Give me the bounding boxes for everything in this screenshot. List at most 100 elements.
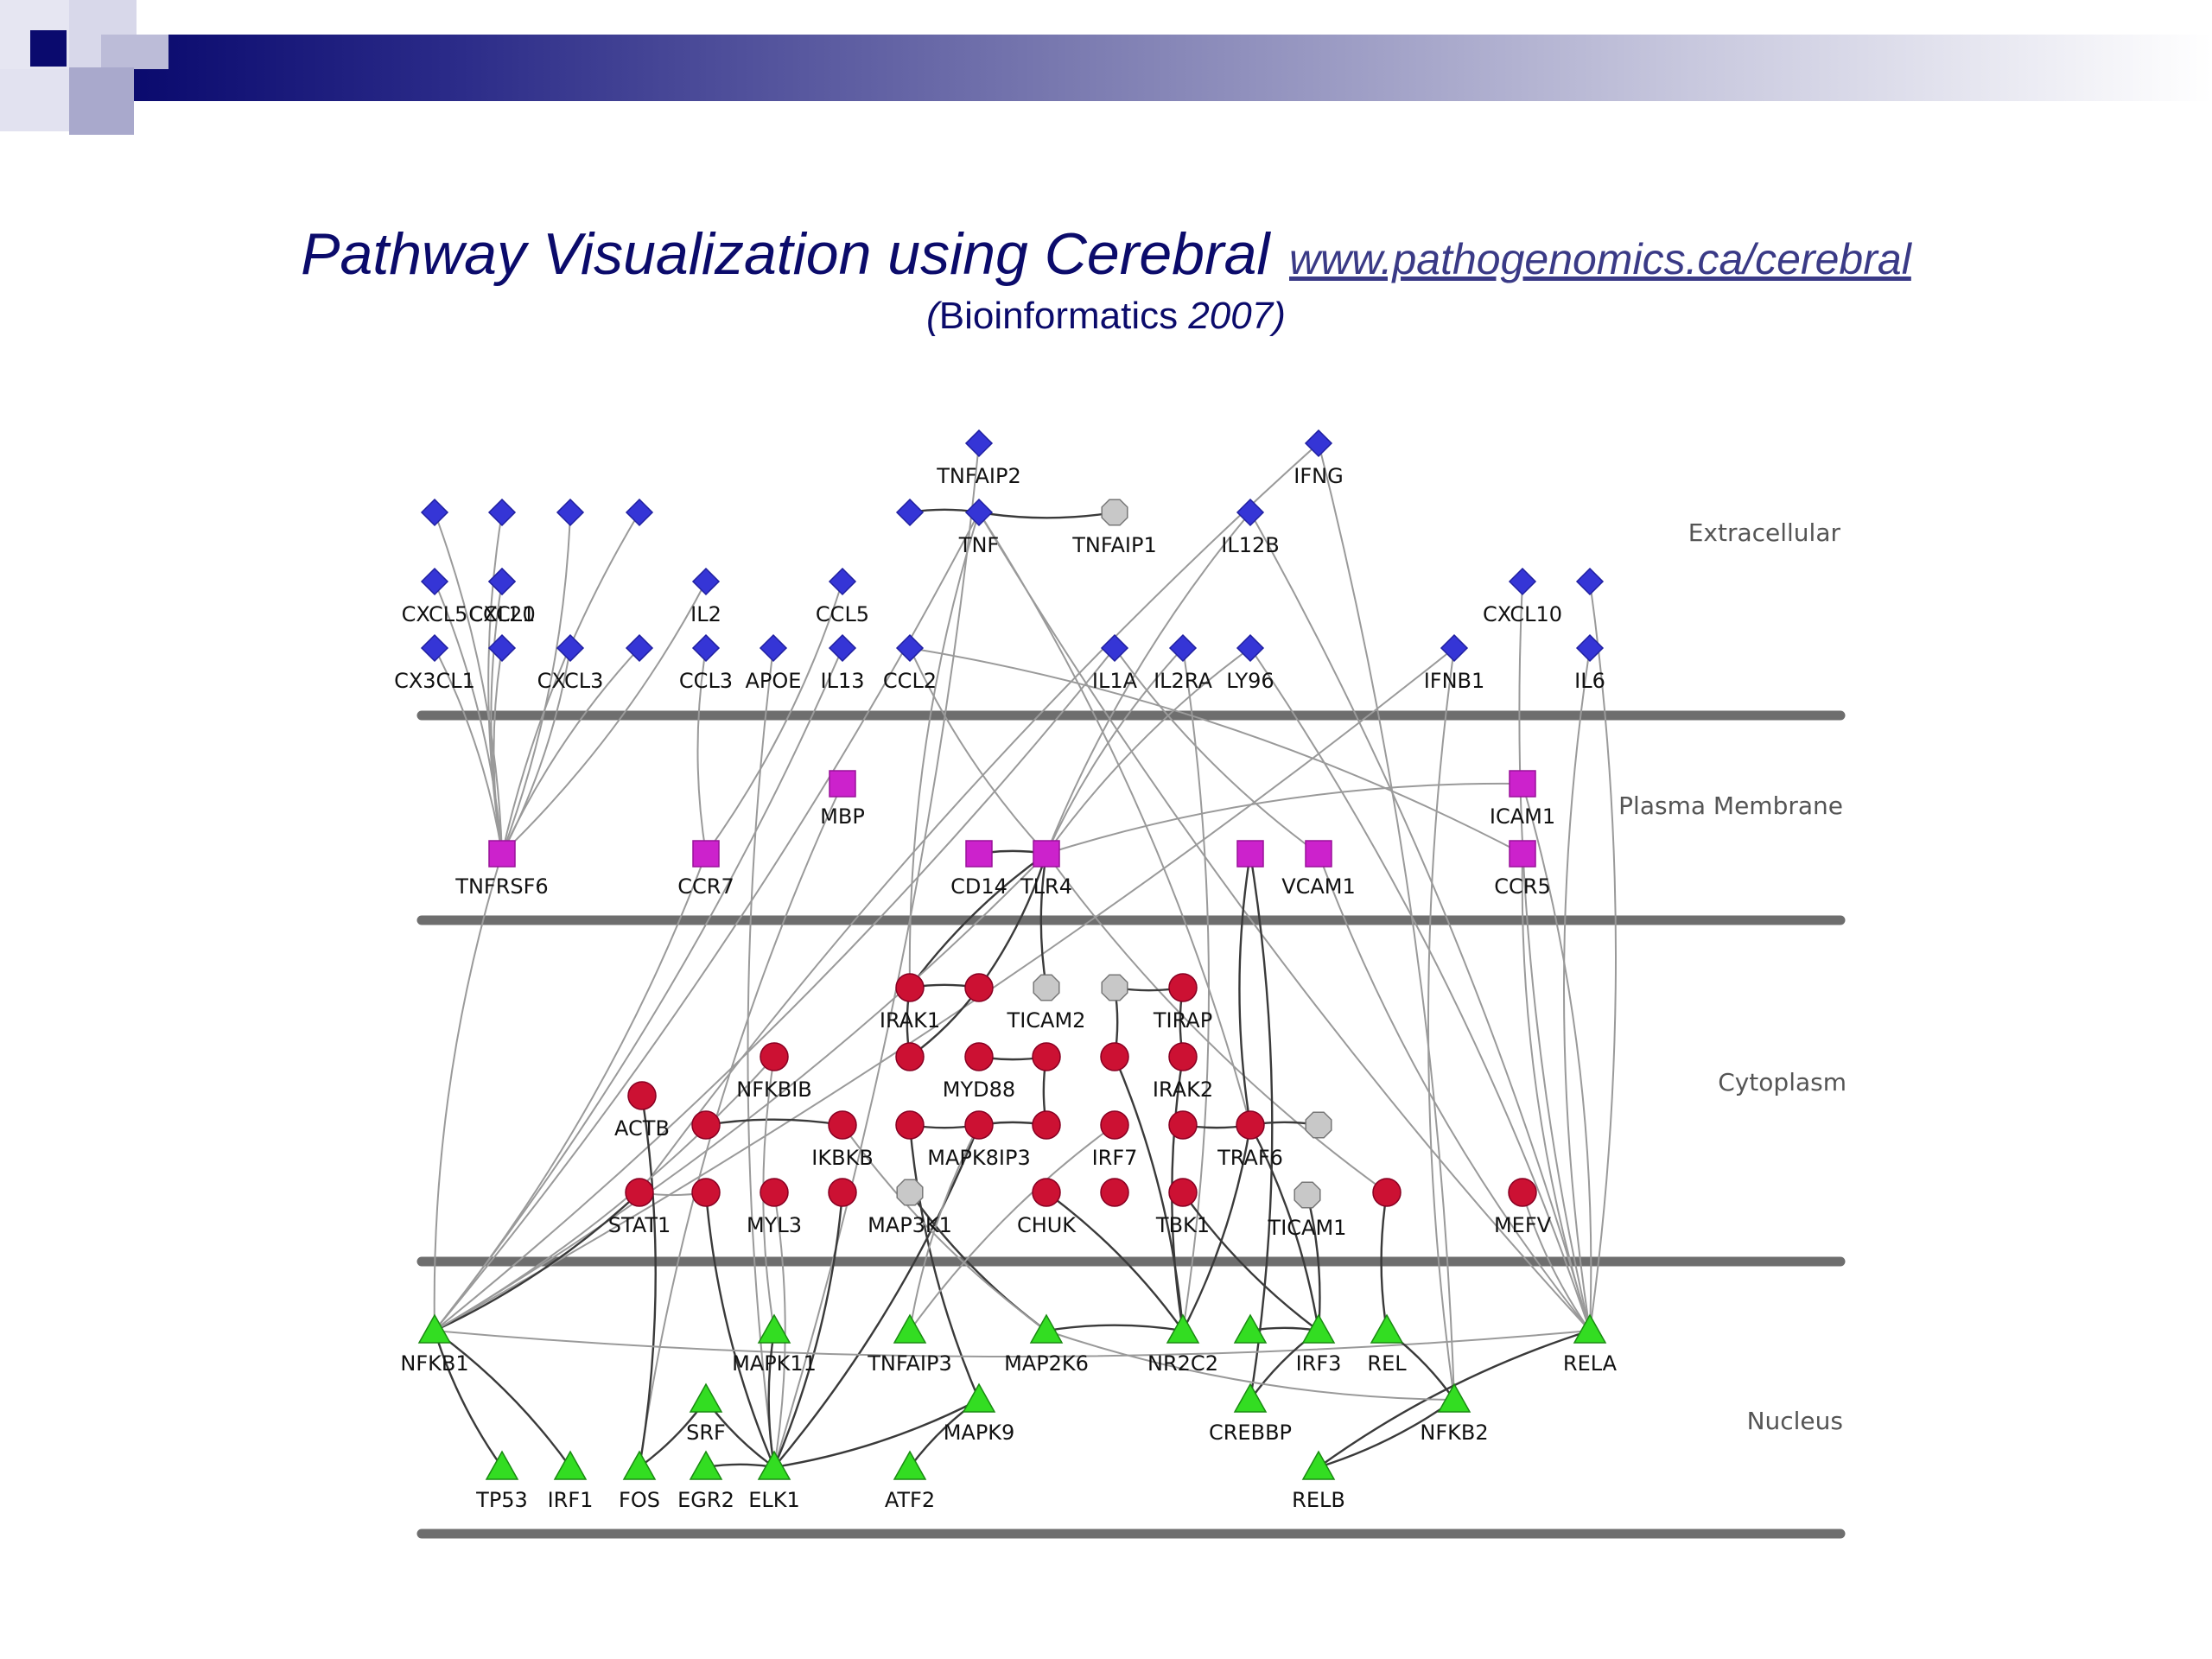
edge-CCL3-CCR7 xyxy=(696,647,707,855)
node-cd14[interactable]: CD14 xyxy=(950,840,1007,899)
node-c11[interactable] xyxy=(1100,1178,1129,1207)
node-irak2[interactable]: IRAK2 xyxy=(1153,1042,1213,1102)
node-icam1[interactable]: ICAM1 xyxy=(1490,770,1555,829)
node-n1[interactable] xyxy=(420,498,449,527)
node-cxcl5[interactable]: CXCL5 xyxy=(402,567,468,626)
node-circle-shape xyxy=(1032,1178,1061,1207)
node-ifnb1[interactable]: IFNB1 xyxy=(1424,633,1485,693)
node-irf3[interactable]: IRF3 xyxy=(1296,1313,1342,1376)
node-tnfaip1[interactable]: TNFAIP1 xyxy=(1071,499,1157,557)
node-c12[interactable] xyxy=(1372,1178,1402,1207)
node-n6[interactable] xyxy=(1575,567,1605,596)
node-n7[interactable] xyxy=(487,633,517,663)
node-mefv[interactable]: MEFV xyxy=(1494,1178,1552,1237)
node-apoe[interactable]: APOE xyxy=(746,633,802,693)
node-c5[interactable] xyxy=(691,1110,721,1140)
node-map2k6[interactable]: MAP2K6 xyxy=(1004,1313,1089,1376)
node-crebbp[interactable]: CREBBP xyxy=(1209,1382,1292,1445)
node-mapk8ip3[interactable]: MAPK8IP3 xyxy=(927,1110,1031,1170)
node-irak1[interactable]: IRAK1 xyxy=(880,973,940,1033)
node-elk1[interactable]: ELK1 xyxy=(748,1450,800,1512)
node-ikbkb[interactable]: IKBKB xyxy=(811,1110,874,1170)
node-label: IRF1 xyxy=(548,1488,594,1512)
node-srf[interactable]: SRF xyxy=(686,1382,726,1445)
node-circle-shape xyxy=(1372,1178,1402,1207)
node-c7[interactable] xyxy=(1032,1110,1061,1140)
node-tbk1[interactable]: TBK1 xyxy=(1155,1178,1210,1237)
node-c2[interactable] xyxy=(895,1042,925,1071)
node-ccl5[interactable]: CCL5 xyxy=(816,567,869,626)
edge-APOE-ELK1 xyxy=(747,647,775,1468)
node-tp53[interactable]: TP53 xyxy=(475,1450,528,1512)
node-t1[interactable] xyxy=(1233,1313,1268,1344)
node-stat1[interactable]: STAT1 xyxy=(608,1178,671,1237)
node-il2ra[interactable]: IL2RA xyxy=(1154,633,1213,693)
node-tirap[interactable]: TIRAP xyxy=(1153,973,1212,1033)
node-cxcl10[interactable]: CXCL10 xyxy=(1483,567,1562,626)
node-traf6[interactable]: TRAF6 xyxy=(1217,1110,1283,1170)
node-il2[interactable]: IL2 xyxy=(690,567,721,626)
node-u2[interactable] xyxy=(1305,1111,1332,1139)
node-il13[interactable]: IL13 xyxy=(821,633,865,693)
node-tnf[interactable]: TNF xyxy=(958,498,999,557)
node-u1[interactable] xyxy=(1101,974,1128,1001)
node-square-shape xyxy=(965,840,993,868)
node-nfkb2[interactable]: NFKB2 xyxy=(1420,1382,1489,1445)
node-irf1[interactable]: IRF1 xyxy=(548,1450,594,1512)
node-irf7[interactable]: IRF7 xyxy=(1092,1110,1138,1170)
edge-t1-IRF3 xyxy=(1249,1326,1319,1332)
node-ccr7[interactable]: CCR7 xyxy=(677,840,734,899)
node-relb[interactable]: RELB xyxy=(1292,1450,1345,1512)
node-c4[interactable] xyxy=(1100,1042,1129,1071)
node-myl3[interactable]: MYL3 xyxy=(747,1178,802,1237)
node-atf2[interactable]: ATF2 xyxy=(885,1450,935,1512)
edge-IL2RA-TLR4 xyxy=(1046,647,1184,855)
node-c3[interactable] xyxy=(1032,1042,1061,1071)
node-actb[interactable]: ACTB xyxy=(614,1081,670,1141)
node-c10[interactable] xyxy=(828,1178,857,1207)
node-cx3cl1[interactable]: CX3CL1 xyxy=(394,633,475,693)
node-rela[interactable]: RELA xyxy=(1563,1313,1618,1376)
node-myd88[interactable]: MYD88 xyxy=(943,1042,1015,1102)
node-c1[interactable] xyxy=(964,973,994,1002)
node-c8[interactable] xyxy=(1168,1110,1198,1140)
node-cxcl1[interactable]: CXCL1 xyxy=(469,567,536,626)
node-ticam2[interactable]: TICAM2 xyxy=(1007,974,1086,1033)
node-nfkbib[interactable]: NFKBIB xyxy=(736,1042,812,1102)
node-n3[interactable] xyxy=(556,498,585,527)
node-ifng[interactable]: IFNG xyxy=(1294,429,1344,488)
node-c9[interactable] xyxy=(691,1178,721,1207)
node-tnfaip2[interactable]: TNFAIP2 xyxy=(936,429,1021,488)
node-label: NFKBIB xyxy=(736,1077,812,1102)
node-cxcl3[interactable]: CXCL3 xyxy=(537,633,604,693)
node-n4[interactable] xyxy=(625,498,654,527)
title-link[interactable]: www.pathogenomics.ca/cerebral xyxy=(1289,235,1911,283)
node-il1a[interactable]: IL1A xyxy=(1092,633,1138,693)
node-mapk11[interactable]: MAPK11 xyxy=(732,1313,817,1376)
node-n2[interactable] xyxy=(487,498,517,527)
node-nr2c2[interactable]: NR2C2 xyxy=(1147,1313,1218,1376)
node-ccl3[interactable]: CCL3 xyxy=(679,633,733,693)
node-m1[interactable] xyxy=(1236,840,1264,868)
node-ccr5[interactable]: CCR5 xyxy=(1494,840,1551,899)
node-chuk[interactable]: CHUK xyxy=(1017,1178,1077,1237)
node-tlr4[interactable]: TLR4 xyxy=(1020,840,1072,899)
node-il12b[interactable]: IL12B xyxy=(1221,498,1280,557)
node-ticam1[interactable]: TICAM1 xyxy=(1268,1181,1347,1240)
node-il6[interactable]: IL6 xyxy=(1574,633,1605,693)
node-vcam1[interactable]: VCAM1 xyxy=(1281,840,1356,899)
node-fos[interactable]: FOS xyxy=(619,1450,660,1512)
node-tnfaip3[interactable]: TNFAIP3 xyxy=(867,1313,952,1376)
node-map3k1[interactable]: MAP3K1 xyxy=(868,1179,952,1237)
node-ly96[interactable]: LY96 xyxy=(1226,633,1274,693)
node-nfkb1[interactable]: NFKB1 xyxy=(400,1313,469,1376)
node-n8[interactable] xyxy=(625,633,654,663)
node-ccl2[interactable]: CCL2 xyxy=(883,633,937,693)
node-mbp[interactable]: MBP xyxy=(820,770,865,829)
node-mapk9[interactable]: MAPK9 xyxy=(944,1382,1015,1445)
node-c6[interactable] xyxy=(895,1110,925,1140)
node-rel[interactable]: REL xyxy=(1367,1313,1407,1376)
node-egr2[interactable]: EGR2 xyxy=(677,1450,734,1512)
node-tnfrsf6[interactable]: TNFRSF6 xyxy=(454,840,549,899)
node-n5[interactable] xyxy=(895,498,925,527)
